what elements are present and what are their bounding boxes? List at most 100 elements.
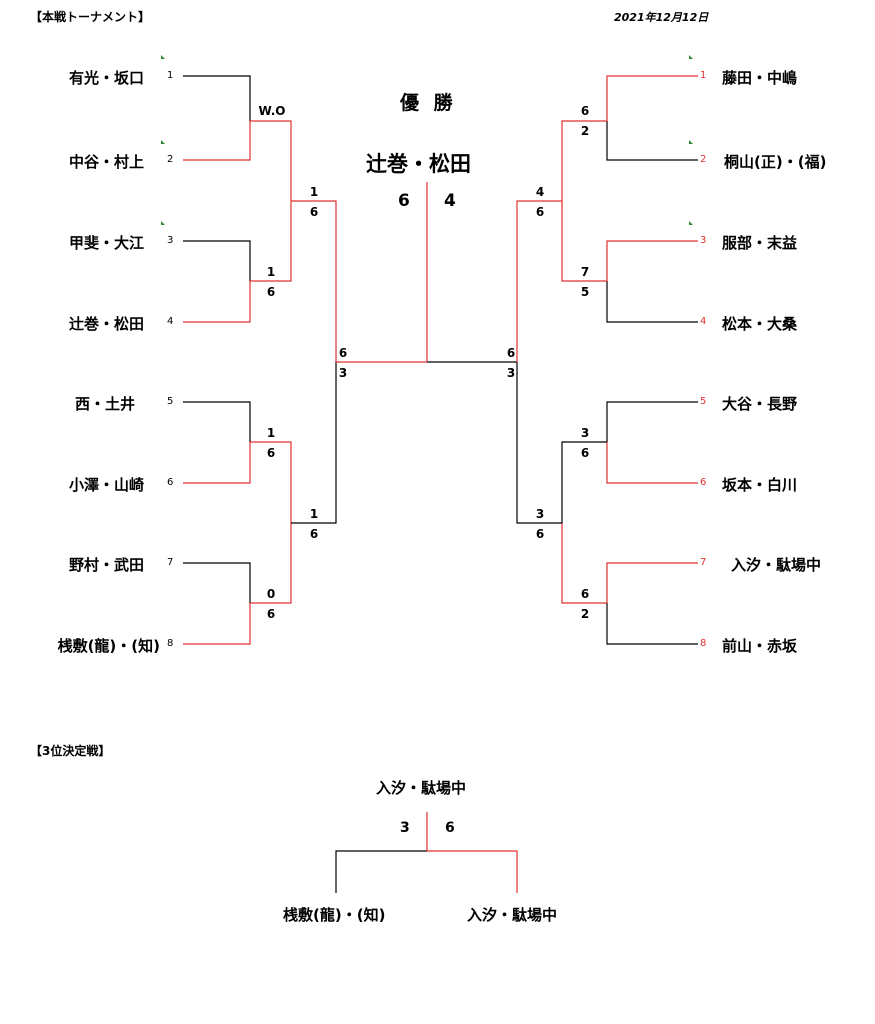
score: 6 [266, 607, 276, 621]
right-player-name: 桐山(正)・(福) [724, 153, 827, 171]
right-sf-2-bot [561, 523, 607, 604]
right-seed: 1 [700, 70, 707, 81]
score: 3 [535, 507, 545, 521]
right-seed: 2 [700, 154, 707, 165]
left-r1-1-top [183, 75, 251, 121]
left-r1-2-top [183, 240, 251, 281]
third-place-left-name: 桟敷(龍)・(知) [283, 906, 386, 924]
right-f-top [516, 200, 562, 362]
left-seed: 4 [167, 316, 174, 327]
flag-icon [161, 55, 165, 59]
left-r1-2-bot [183, 281, 251, 323]
right-seed: 4 [700, 316, 707, 327]
score: 6 [338, 346, 348, 360]
left-seed: 6 [167, 477, 174, 488]
score: 7 [580, 265, 590, 279]
left-f-bot [291, 362, 337, 524]
score: W.O [258, 104, 286, 118]
right-r1-3-top [606, 401, 698, 442]
right-sf-2-top [561, 441, 607, 523]
right-seed: 7 [700, 557, 707, 568]
third-place-winner: 入汐・駄場中 [376, 779, 467, 797]
score: 1 [309, 185, 319, 199]
right-r1-4-bot [606, 603, 698, 645]
score: 3 [338, 366, 348, 380]
right-player-name: 藤田・中嶋 [722, 69, 798, 87]
left-sf-1-top [250, 120, 292, 201]
right-player-name: 服部・末益 [722, 234, 798, 252]
score: 1 [309, 507, 319, 521]
score: 3 [506, 366, 516, 380]
right-player-name: 大谷・長野 [722, 395, 798, 413]
flag-icon [689, 221, 693, 225]
champion-title: 優 勝 [400, 92, 457, 114]
left-sf-2-bot [250, 523, 292, 604]
date-label: 2021年12月12日 [614, 11, 709, 24]
score: 6 [266, 446, 276, 460]
right-seed: 8 [700, 638, 707, 649]
left-r1-4-bot [183, 603, 251, 645]
score: 1 [266, 265, 276, 279]
left-r1-4-top [183, 562, 251, 603]
flag-icon [161, 140, 165, 144]
right-player-name: 入汐・駄場中 [731, 556, 822, 574]
left-player-name: 西・土井 [74, 395, 135, 413]
score: 0 [266, 587, 276, 601]
third-place-score-right: 6 [445, 820, 455, 836]
score: 4 [535, 185, 545, 199]
third-left [335, 850, 427, 893]
score: 6 [506, 346, 516, 360]
page-title: 【本戦トーナメント】 [30, 10, 151, 24]
left-player-name: 小澤・山崎 [68, 476, 144, 494]
right-seed: 3 [700, 235, 707, 246]
score: 2 [580, 607, 590, 621]
champion-score-right: 4 [444, 191, 456, 211]
right-sf-1-top [561, 120, 607, 201]
left-seed: 2 [167, 154, 174, 165]
score: 3 [580, 426, 590, 440]
right-r1-2-top [606, 240, 698, 281]
score: 6 [580, 446, 590, 460]
right-r1-1-bot [606, 121, 698, 161]
right-r1-2-bot [606, 281, 698, 323]
left-seed: 7 [167, 557, 174, 568]
score: 6 [309, 527, 319, 541]
score: 6 [580, 104, 590, 118]
champion-name: 辻巻・松田 [366, 152, 471, 176]
third-place-title: 【3位決定戦】 [30, 744, 111, 758]
third-place-right-name: 入汐・駄場中 [467, 906, 558, 924]
score: 2 [580, 124, 590, 138]
right-seed: 5 [700, 396, 707, 407]
score: 5 [580, 285, 590, 299]
left-sf-2-top [250, 441, 292, 523]
flag-icon [689, 140, 693, 144]
right-r1-1-top [606, 75, 698, 121]
third-place-score-left: 3 [400, 820, 410, 836]
left-f-top [291, 200, 337, 362]
score: 6 [266, 285, 276, 299]
left-seed: 3 [167, 235, 174, 246]
score: 6 [309, 205, 319, 219]
flag-icon [689, 55, 693, 59]
right-seed: 6 [700, 477, 707, 488]
left-sf-1-bot [250, 201, 292, 282]
left-seed: 1 [167, 70, 174, 81]
left-r1-3-top [183, 401, 251, 442]
score: 6 [580, 587, 590, 601]
third-right [427, 850, 518, 893]
left-seed: 8 [167, 638, 174, 649]
left-r1-1-bot [183, 121, 251, 161]
left-player-name: 野村・武田 [68, 556, 144, 574]
score: 6 [535, 205, 545, 219]
right-player-name: 坂本・白川 [722, 476, 798, 494]
flag-icon [161, 221, 165, 225]
score: 1 [266, 426, 276, 440]
left-player-name: 辻巻・松田 [68, 315, 144, 333]
right-sf-1-bot [561, 201, 607, 282]
right-r1-4-top [606, 562, 698, 603]
left-player-name: 中谷・村上 [68, 153, 144, 171]
right-r1-3-bot [606, 442, 698, 484]
champion-score-left: 6 [398, 191, 410, 211]
score: 6 [535, 527, 545, 541]
